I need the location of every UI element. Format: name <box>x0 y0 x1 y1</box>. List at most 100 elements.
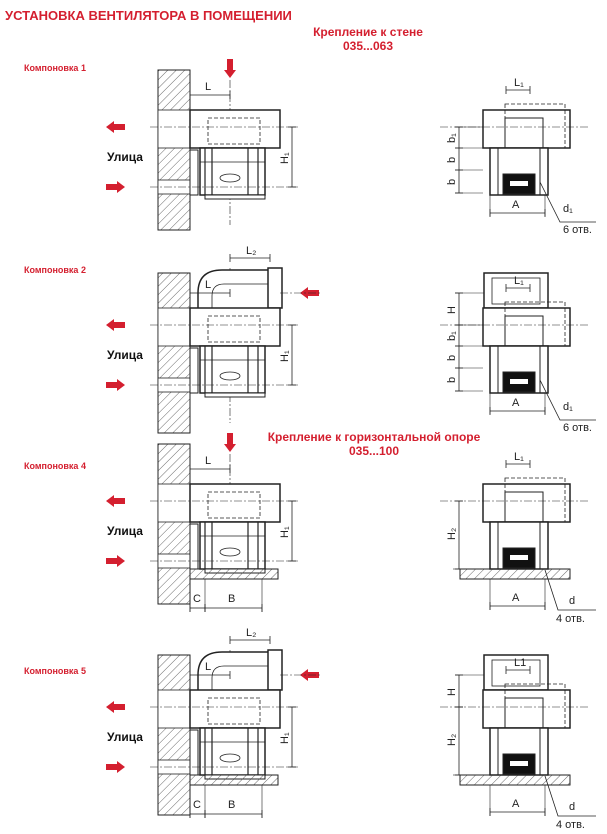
elbow-flange <box>267 649 283 691</box>
duct-inner <box>207 491 261 519</box>
label-L1: L1 <box>514 657 526 669</box>
wall-opening-upper <box>157 109 191 149</box>
label-d: d <box>569 595 575 607</box>
floor-support <box>189 568 279 580</box>
label-C: C <box>193 593 201 605</box>
label-B: B <box>228 799 235 811</box>
impeller-icon <box>219 547 241 557</box>
impeller-icon <box>219 173 241 183</box>
flange <box>189 729 199 776</box>
label-H1: H₁ <box>279 526 291 538</box>
label-L: L <box>205 81 211 93</box>
label-L2: L₂ <box>246 245 256 257</box>
label-A: A <box>512 397 520 409</box>
outlet-arrow <box>106 319 125 331</box>
dimension-A <box>489 602 546 610</box>
dimension-b <box>455 324 463 392</box>
front-floor <box>459 774 571 786</box>
dimension-C <box>189 604 206 612</box>
dimension-A <box>489 209 546 217</box>
wall <box>157 69 191 231</box>
hole-leader <box>539 379 596 421</box>
dimension-L1 <box>505 284 531 292</box>
label-L: L <box>205 661 211 673</box>
support-mount-title: Крепление к горизонтальной опоре <box>268 430 481 444</box>
dimension-L <box>189 91 231 99</box>
front-duct <box>482 307 571 347</box>
outlet-arrow <box>106 121 125 133</box>
section-label: Компоновка 4 <box>24 461 86 471</box>
flange <box>189 523 199 570</box>
fan-body <box>199 521 266 570</box>
dimension-H1 <box>288 126 296 188</box>
label-b-2: b <box>446 377 458 383</box>
fan-body <box>199 345 266 394</box>
inlet-arrow <box>224 433 236 452</box>
front-floor <box>459 568 571 580</box>
label-L: L <box>205 455 211 467</box>
dimension-A <box>489 407 546 415</box>
label-b: b <box>446 355 458 361</box>
dimension-L <box>189 289 231 297</box>
dimension-H1 <box>288 706 296 768</box>
label-L2: L₂ <box>246 627 256 639</box>
front-duct <box>482 483 571 523</box>
label-C: C <box>193 799 201 811</box>
label-holes: 6 отв. <box>563 224 592 236</box>
label-A: A <box>512 592 520 604</box>
dimension-b <box>455 126 463 194</box>
section-label: Компоновка 1 <box>24 63 86 73</box>
label-H1: H₁ <box>279 152 291 164</box>
label-H1: H₁ <box>279 732 291 744</box>
street-label: Улица <box>107 730 143 744</box>
inlet-street-arrow <box>106 761 125 773</box>
dimension-H1 <box>288 324 296 386</box>
elbow-flange <box>267 267 283 309</box>
section-label: Компоновка 2 <box>24 265 86 275</box>
motor-slot <box>510 379 528 384</box>
dimension-B <box>204 810 263 818</box>
elbow-inner <box>211 283 270 308</box>
label-L1: L₁ <box>514 275 524 287</box>
label-b1: b₁ <box>446 133 458 143</box>
hole-leader <box>544 569 596 611</box>
label-L1: L₁ <box>514 451 524 463</box>
side-view: L H₁ Улица <box>106 59 298 231</box>
label-L: L <box>205 279 211 291</box>
dimension-L1 <box>505 460 531 468</box>
fan-base <box>204 392 266 398</box>
elbow-front-inner <box>491 659 541 687</box>
hole-leader <box>539 181 596 223</box>
label-H: H <box>446 688 458 696</box>
label-d: d₁ <box>563 203 573 215</box>
dimension-C <box>189 810 206 818</box>
elbow-inner <box>211 665 270 690</box>
dimension-L <box>189 465 231 473</box>
flange <box>189 149 199 196</box>
duct-box <box>189 307 281 347</box>
duct-inner <box>207 315 261 343</box>
flange <box>189 347 199 394</box>
wall <box>157 443 191 605</box>
inlet-street-arrow <box>106 555 125 567</box>
floor-support <box>189 774 279 786</box>
fan-base <box>204 194 266 200</box>
dimension-L1 <box>505 86 531 94</box>
dimension-B <box>204 604 263 612</box>
label-holes: 4 отв. <box>556 819 585 831</box>
elbow-front-inner <box>491 277 541 305</box>
inlet-arrow <box>224 59 236 78</box>
label-holes: 6 отв. <box>563 422 592 434</box>
street-label: Улица <box>107 150 143 164</box>
motor-slot <box>510 761 528 766</box>
